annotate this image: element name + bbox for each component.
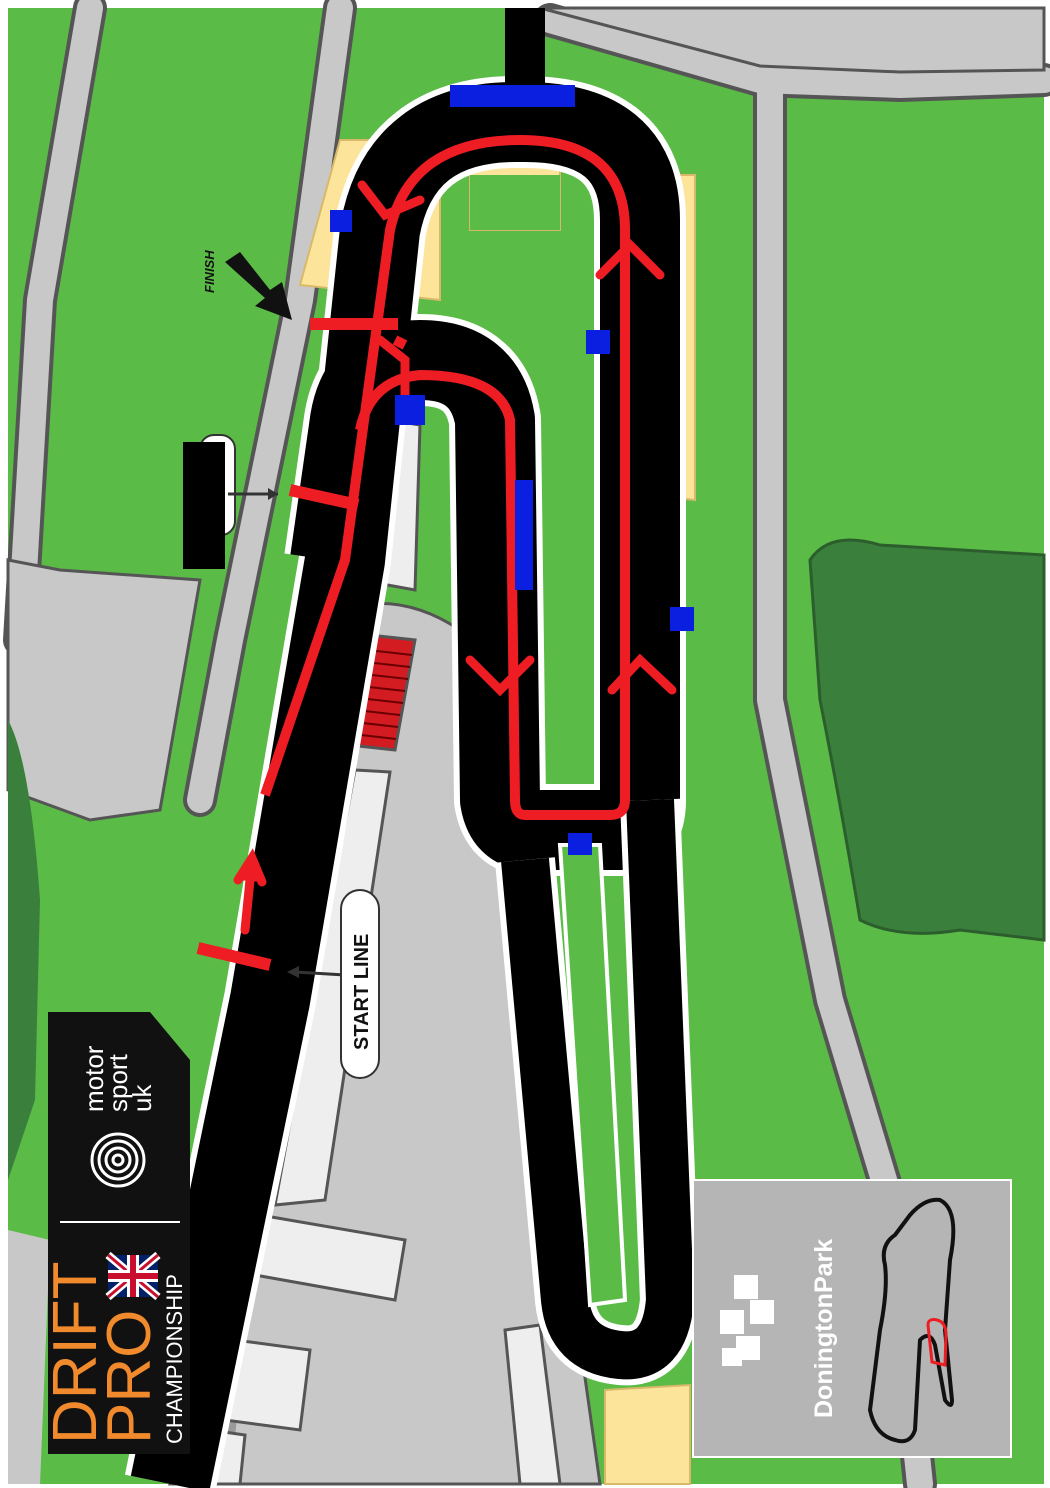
direction-arrows [233,180,677,935]
finish-label: FINISH [202,250,217,293]
inset-circuit-outline [868,1197,956,1444]
circuit-inset: DoningtonPark [692,1179,1012,1458]
partner-name-line2: sport [103,1053,133,1112]
post-arrow-icon [268,488,278,500]
start-arrow-icon [287,966,299,978]
series-name-line1: DRIFT [41,1261,110,1444]
partner-name-line1: motor [79,1045,109,1112]
start-line-label: START LINE [351,934,373,1050]
drift-pro-branding: motor sport uk DRIFT PRO CHAMPIONSHIP [41,1012,190,1454]
blue-markers [330,85,694,855]
marshal-post [183,434,278,569]
motorsport-uk-fingerprint-icon [90,1132,146,1188]
woodland-right [808,538,1046,942]
inset-circuit-highlight [926,1318,948,1367]
series-name-line3: CHAMPIONSHIP [162,1274,187,1444]
inset-venue-name: DoningtonPark [810,1239,838,1418]
partner-name-line3: uk [127,1084,157,1112]
series-name-line2: PRO [95,1310,164,1444]
track-outline [124,8,700,1488]
top-right-tarmac [539,6,1046,74]
finish-indicator: FINISH [202,250,292,320]
racing-line [260,135,630,820]
donington-park-checkered-flag-icon [720,1275,774,1366]
timing-bars [196,318,398,971]
start-line-indicator: START LINE [287,889,380,1079]
union-jack-flag-icon [105,1251,161,1301]
infield-grass [470,175,560,230]
finish-arrow-icon [225,252,292,320]
